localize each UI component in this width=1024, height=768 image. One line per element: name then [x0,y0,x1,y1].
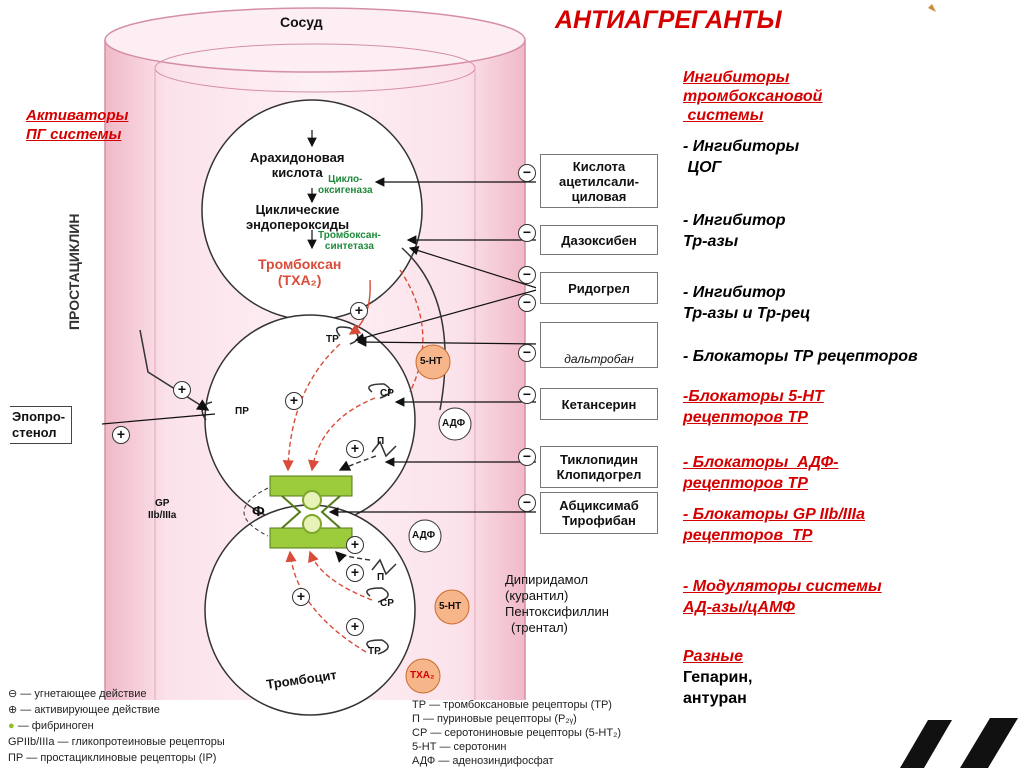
drug-ridogrel: Ридогрел [540,272,658,304]
txa2-circle-lower [405,658,441,694]
page-title: АНТИАГРЕГАНТЫ [555,6,782,34]
misc-section: Разные Гепарин, антуран [683,648,753,707]
epoprostenol-label: Эпопро- стенол [10,406,73,444]
decor-bar-1 [900,720,952,768]
adf-lower: АДФ [412,530,436,541]
gp-label: GP IIb/IIIa [148,498,177,521]
drug-dipyridamole: Дипиридамол (курантил) Пентоксифиллин (т… [505,572,609,635]
drug-ketanserin: Кетансерин [540,388,658,420]
pr-receptor: ПР [235,406,249,417]
plus-icon: + [346,618,364,636]
minus-icon: − [518,386,536,404]
legend-row: ⊕ — активирующее действие [8,704,160,716]
arachidonic-acid: Арахидоновая кислота [250,150,345,180]
txa2-lower: ТХА₂ [410,670,435,681]
minus-icon: − [518,164,536,182]
drug-abciximab: Абциксимаб Тирофибан [540,492,658,534]
drug-dazoxiben: Дазоксибен [540,225,658,255]
minus-icon: − [518,294,536,312]
legend-row: ПР — простациклиновые рецепторы (IP) [8,752,217,764]
right-item-tp-blockers: - Блокаторы ТР рецепторов [683,348,918,365]
plus-icon: + [346,564,364,582]
sr-receptor-lower: СР [380,598,394,609]
prostacyclin-label: ПРОСТАЦИКЛИН [66,213,82,330]
ht5-lower: 5-НТ [439,601,462,612]
plus-icon: + [346,536,364,554]
right-item-cox: - Ингибиторы ЦОГ [683,138,800,176]
thromboxane-synthase: Тромбоксан- синтетаза [318,230,381,252]
right-heading: Ингибиторы тромбоксановой системы [683,69,823,124]
p-receptor-lower: П [377,572,385,583]
p-receptor-upper: П [377,436,385,447]
fibrinogen-2 [302,514,322,534]
ht5-upper: 5-НТ [420,356,443,367]
drug-aspirin: Кислота ацетилсали- циловая [540,154,658,208]
right-item-tr-ase-rec: - Ингибитор Тр-азы и Тр-рец [683,284,811,322]
plus-icon: + [112,426,130,444]
minus-icon: − [518,448,536,466]
minus-icon: − [518,266,536,284]
drug-daltroban: дальтробан [540,322,658,368]
tp-receptor-upper: ТР [326,334,339,345]
drug-ticlopidine: Тиклопидин Клопидогрел [540,446,658,488]
thromboxane-label: Тромбоксан (ТХА₂) [258,256,342,288]
cyclooxygenase: Цикло- оксигеназа [318,174,373,196]
serotonin-circle-upper [415,344,451,380]
right-item-modulators: - Модуляторы системы АД-азы/цАМФ [683,578,882,616]
vessel-label: Сосуд [280,14,323,30]
right-item-tr-ase: - Ингибитор Тр-азы [683,212,786,250]
minus-icon: − [518,494,536,512]
left-heading: Активаторы ПГ системы [26,107,129,143]
legend-row: ● — фибриноген [8,720,94,732]
legend-row: ⊖ — угнетающее действие [8,688,147,700]
adp-circle-upper [438,407,472,441]
minus-icon: − [518,344,536,362]
minus-icon: − [518,224,536,242]
sr-receptor-upper: СР [380,388,394,399]
serotonin-circle-lower [434,589,470,625]
cyclic-endoperoxides: Циклические эндопероксиды [246,202,350,232]
decor-bar-2 [960,718,1018,768]
right-item-adp: - Блокаторы АДФ- рецепторов ТР [683,454,839,492]
plus-icon: + [350,302,368,320]
legend-left: ⊖ — угнетающее действие ⊕ — активирующее… [8,686,225,766]
legend-right: ТР — тромбоксановые рецепторы (ТР) П — п… [412,699,622,767]
fibrinogen-1 [302,490,322,510]
f-label: Ф [252,503,265,520]
adp-circle-lower [408,519,442,553]
adf-upper: АДФ [442,418,466,429]
plus-icon: + [346,440,364,458]
plus-icon: + [173,381,191,399]
right-item-5ht: -Блокаторы 5-НТ рецепторов ТР [683,388,824,426]
plus-icon: + [292,588,310,606]
right-item-gp: - Блокаторы GP IIb/IIIa рецепторов ТР [683,506,865,544]
legend-row: GPIIb/IIIa — гликопротеиновые рецепторы [8,736,225,748]
tp-receptor-lower: ТР [368,646,381,657]
plus-icon: + [285,392,303,410]
